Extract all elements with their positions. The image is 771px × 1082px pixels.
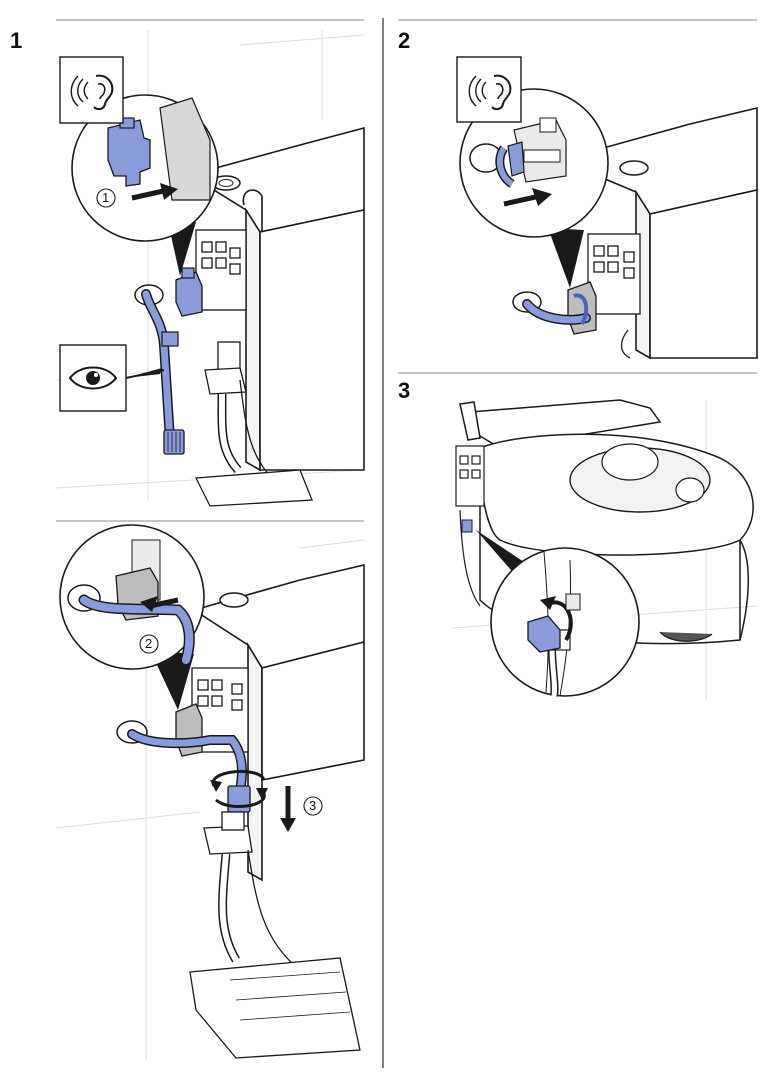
step-number-3: 3 xyxy=(398,380,410,402)
step-number-2: 2 xyxy=(398,30,410,52)
step2-illustration xyxy=(457,57,757,358)
step1-illustration xyxy=(56,30,364,506)
step3-illustration xyxy=(452,400,757,700)
step-number-1: 1 xyxy=(10,30,22,52)
detail-magnifier-4 xyxy=(491,548,639,696)
ear-icon xyxy=(457,57,521,122)
callout-number-1: 1 xyxy=(102,191,109,204)
callout-number-2: 2 xyxy=(145,637,152,650)
eye-icon xyxy=(60,345,126,411)
callout-number-3: 3 xyxy=(309,799,316,812)
step1b-illustration xyxy=(56,525,364,1060)
ear-icon xyxy=(60,57,123,123)
